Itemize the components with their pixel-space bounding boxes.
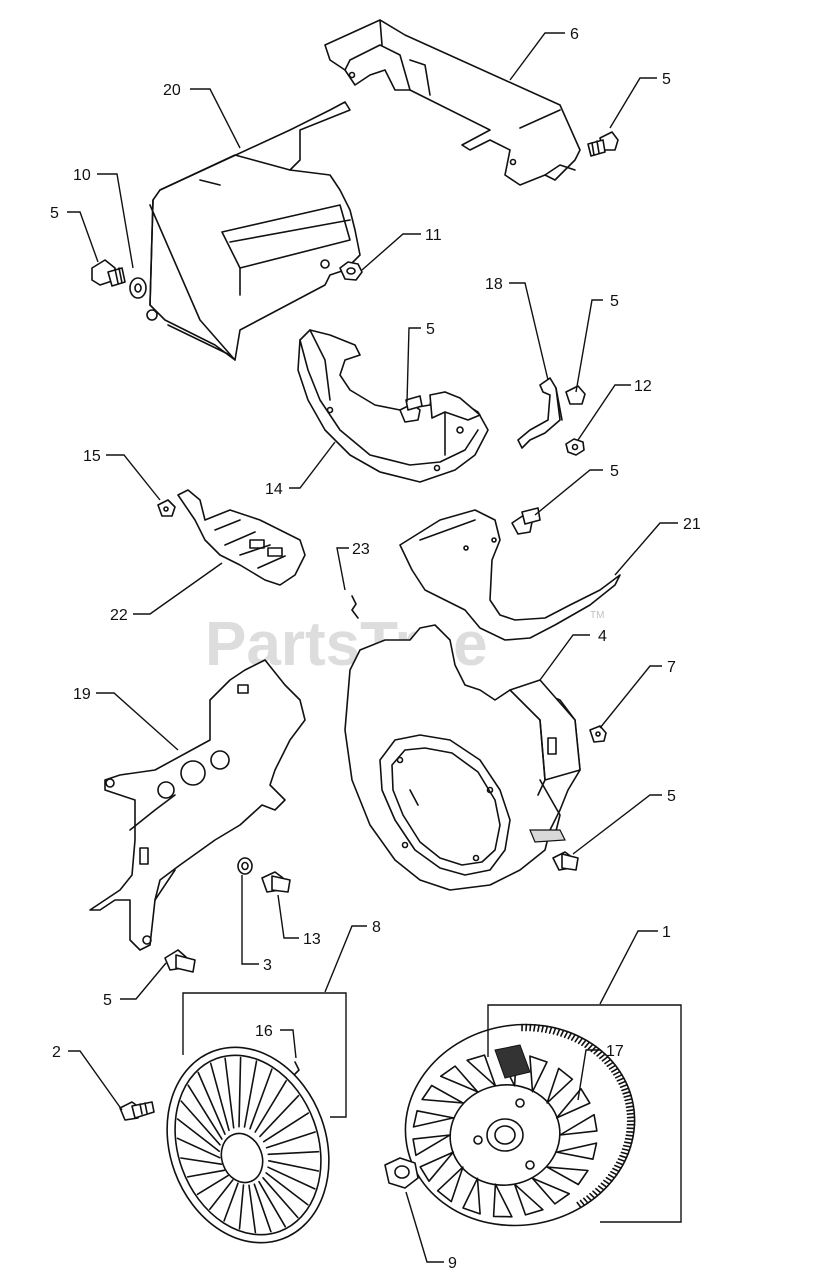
part-18-bracket bbox=[517, 377, 563, 449]
part-5-bolt-c bbox=[399, 395, 423, 423]
part-5-bolt-g bbox=[164, 949, 196, 973]
callout-13: 13 bbox=[303, 931, 321, 948]
bracket-1 bbox=[487, 1004, 682, 1223]
part-5-bolt-d bbox=[565, 385, 586, 405]
callout-11: 11 bbox=[425, 227, 442, 244]
part-21-deflector bbox=[399, 509, 621, 641]
part-5-bolt-a bbox=[91, 259, 126, 287]
callout-8: 8 bbox=[372, 919, 381, 936]
callout-numbers: 6 5 20 10 5 11 18 5 5 12 15 14 5 21 23 2… bbox=[50, 26, 701, 1272]
callout-10: 10 bbox=[73, 167, 91, 184]
callout-5c: 5 bbox=[610, 293, 619, 310]
part-5-bolt-b bbox=[587, 131, 619, 157]
callout-21: 21 bbox=[683, 516, 701, 533]
callout-5f: 5 bbox=[667, 788, 676, 805]
callout-2: 2 bbox=[52, 1044, 61, 1061]
callout-19: 19 bbox=[73, 686, 91, 703]
part-23-clip bbox=[351, 595, 359, 619]
callout-5b: 5 bbox=[50, 205, 59, 222]
part-1-flywheel bbox=[404, 1023, 636, 1227]
part-9-nut bbox=[384, 1157, 419, 1189]
callout-14: 14 bbox=[265, 481, 283, 498]
bracket-8 bbox=[182, 992, 347, 1118]
part-7-screw bbox=[589, 725, 607, 743]
part-8-fan-screen bbox=[166, 1046, 330, 1244]
part-13-bolt bbox=[261, 871, 291, 893]
part-6-shroud-bracket bbox=[324, 19, 581, 186]
callout-1: 1 bbox=[662, 924, 671, 941]
part-2-bolt bbox=[119, 1101, 155, 1121]
callout-20: 20 bbox=[163, 82, 181, 99]
part-3-washer bbox=[237, 857, 253, 875]
callout-9: 9 bbox=[448, 1255, 457, 1272]
callout-23: 23 bbox=[352, 541, 370, 558]
part-20-cylinder-cover bbox=[146, 101, 361, 361]
callout-12: 12 bbox=[634, 378, 652, 395]
part-5-bolt-e bbox=[511, 507, 541, 535]
callout-5g: 5 bbox=[103, 992, 112, 1009]
part-16-spring bbox=[294, 1061, 300, 1075]
callout-18: 18 bbox=[485, 276, 503, 293]
part-11-nut bbox=[339, 261, 363, 281]
callout-16: 16 bbox=[255, 1023, 273, 1040]
callout-7: 7 bbox=[667, 659, 676, 676]
part-15-screw bbox=[157, 499, 176, 517]
part-10-washer bbox=[129, 277, 147, 299]
part-4-blower-housing bbox=[344, 624, 581, 891]
callout-17: 17 bbox=[606, 1043, 624, 1060]
callout-4: 4 bbox=[598, 628, 607, 645]
watermark-trademark: TM bbox=[590, 610, 604, 621]
leader-lines bbox=[67, 32, 678, 1263]
part-19-control-plate bbox=[89, 659, 306, 951]
callout-22: 22 bbox=[110, 607, 128, 624]
callout-3: 3 bbox=[263, 957, 272, 974]
callout-5d: 5 bbox=[426, 321, 435, 338]
part-22-plate bbox=[177, 489, 306, 586]
part-12-nut bbox=[565, 438, 585, 456]
callout-5e: 5 bbox=[610, 463, 619, 480]
callout-5a: 5 bbox=[662, 71, 671, 88]
part-14-baffle bbox=[297, 329, 489, 483]
callout-15: 15 bbox=[83, 448, 101, 465]
callout-6: 6 bbox=[570, 26, 579, 43]
part-5-bolt-f bbox=[552, 851, 579, 871]
